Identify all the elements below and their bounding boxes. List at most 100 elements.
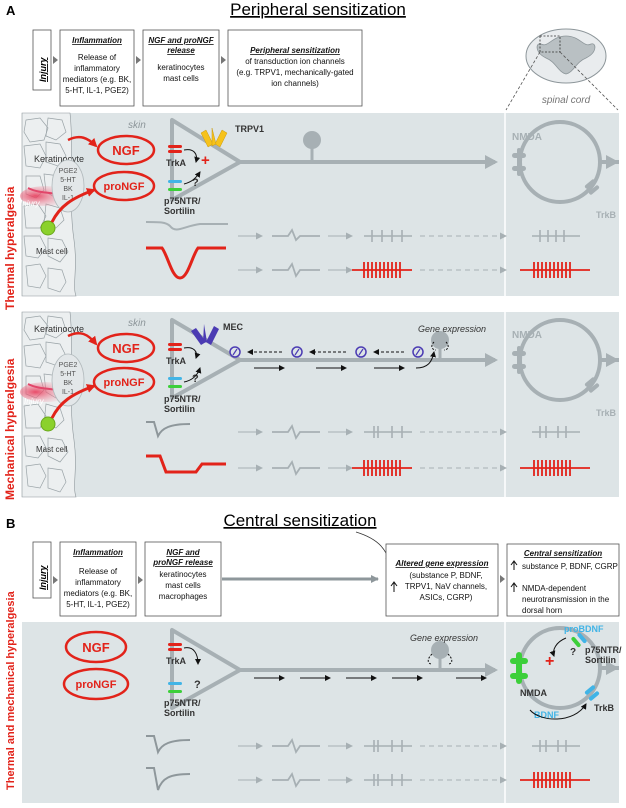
spinal-cord-illustration: spinal cord	[505, 28, 619, 111]
flow-arrow	[221, 56, 226, 64]
flow-ngf-title: NGF and proNGF	[148, 36, 214, 45]
nmda-label: NMDA	[512, 132, 542, 143]
secretion-arrow	[50, 384, 96, 419]
section-b-title: Central sensitization	[223, 511, 376, 530]
trace-row-sensitized	[146, 767, 590, 791]
trka-label: TrkA	[166, 356, 187, 366]
flow-ngf-line: mast cells	[163, 74, 199, 83]
signal-arrow	[183, 171, 201, 185]
prongf-label: proNGF	[104, 377, 145, 389]
keratinocyte-label: Keratinocyte	[34, 154, 84, 164]
nuclear-arrows	[431, 341, 449, 351]
panel-background	[22, 622, 619, 803]
skin-label: skin	[128, 120, 146, 131]
trka-label: TrkA	[166, 158, 187, 168]
question-mark: ?	[192, 373, 199, 385]
trkb-receptor	[584, 685, 600, 701]
flow-inflammation-box	[59, 541, 137, 617]
flow-inflammation-box	[59, 29, 135, 107]
mediator-label: IL-1	[62, 195, 74, 202]
p75ntr-receptor	[168, 682, 182, 693]
flow-central-line: dorsal horn	[522, 606, 562, 615]
flow-central-line: substance P, BDNF, CGRP	[522, 562, 618, 571]
flow-inflammation-title: Inflammation	[72, 36, 122, 45]
keratinocyte-label: Keratinocyte	[34, 324, 84, 334]
flow-ngf-box	[142, 29, 220, 107]
prongf-label: proNGF	[76, 679, 117, 691]
up-arrow-icon	[510, 560, 518, 570]
flow-inflammation-line: inflammatory	[74, 64, 120, 73]
gene-expression-label: Gene expression	[410, 633, 478, 643]
postsynaptic-neuron	[512, 318, 619, 402]
p75ntr-receptor	[168, 377, 182, 388]
flow-arrow	[53, 56, 58, 64]
flow-arrow	[500, 575, 505, 583]
flow-injury-box	[32, 29, 52, 91]
ngf-ellipse	[64, 630, 128, 664]
flow-periph-line: (e.g. TRPV1, mechanically-gated	[236, 68, 353, 77]
soma	[431, 641, 449, 659]
section-a-title: Peripheral sensitization	[230, 0, 406, 19]
secretion-arrow	[50, 188, 96, 223]
sensory-terminal	[170, 628, 242, 710]
secretion-arrow	[67, 332, 98, 346]
receptor-label: Sortilin	[164, 206, 195, 216]
flow-altered-box	[385, 543, 499, 617]
receptor-label: Sortilin	[164, 404, 195, 414]
p75ntr-post-receptor	[571, 632, 587, 648]
axon-arrowhead	[485, 353, 498, 367]
flow-inflammation-line: Release of	[78, 53, 117, 62]
flow-inflammation-line: mediators (e.g. BK,	[63, 75, 131, 84]
trkb-label: TrkB	[596, 210, 617, 220]
nmda-receptor	[512, 346, 526, 374]
mast-cell	[40, 220, 56, 236]
flow-altered-line: TRPV1, NaV channels,	[405, 582, 487, 591]
ngf-label: NGF	[112, 341, 140, 356]
flow-periph-box	[227, 29, 363, 107]
mediator-label: 5-HT	[60, 177, 76, 184]
injury-label: Injury	[24, 397, 45, 406]
panel-background	[22, 113, 619, 296]
flow-inflammation-line: Release of	[79, 567, 118, 576]
mec-channel	[191, 324, 219, 345]
soma	[303, 131, 321, 149]
flow-periph-title: Peripheral sensitization	[250, 46, 340, 55]
post-receptor-label: p75NTR/	[585, 645, 622, 655]
prongf-label: proNGF	[104, 181, 145, 193]
bdnf-label: BDNF	[534, 710, 559, 720]
section-a-letter: A	[6, 3, 16, 18]
side-label-b: Thermal and mechanical hyperalgesia	[5, 590, 17, 790]
postsynaptic-neuron	[510, 626, 619, 710]
up-arrow-icon	[510, 582, 518, 592]
up-arrow-icon	[390, 581, 398, 592]
mast-cell	[40, 416, 56, 432]
signal-arrow	[183, 367, 202, 383]
flow-chart-b: Injury Inflammation Release of inflammat…	[32, 541, 620, 617]
flow-ngf-box	[144, 541, 222, 617]
soma	[431, 331, 449, 349]
flow-ngf-line: mast cells	[165, 581, 201, 590]
flow-arrow	[138, 576, 143, 584]
flow-central-box	[506, 543, 620, 617]
plus-sign: +	[201, 152, 210, 169]
question-mark: ?	[570, 647, 576, 658]
flow-ngf-line: macrophages	[159, 592, 207, 601]
trkb-label: TrkB	[594, 703, 615, 713]
trace-row-sensitized	[146, 454, 590, 477]
trace-row-baseline	[146, 735, 580, 755]
post-receptor-label: Sortilin	[585, 655, 616, 665]
receptor-label: p75NTR/	[164, 196, 201, 206]
flow-inflammation-line: mediators (e.g. BK,	[64, 589, 132, 598]
trkb-receptor	[584, 179, 600, 195]
flow-inflammation-line: 5-HT, IL-1, PGE2)	[66, 600, 130, 609]
ngf-label: NGF	[82, 640, 110, 655]
trace-row-sensitized	[146, 246, 590, 280]
flow-central-line: neurotransmission in the	[522, 595, 610, 604]
trpv1-channel	[200, 127, 228, 148]
question-mark: ?	[192, 177, 199, 189]
probdnf-label: proBDNF	[564, 624, 604, 634]
receptor-label: p75NTR/	[164, 698, 201, 708]
mediator-label: 5-HT	[60, 371, 76, 378]
axon-arrowhead	[485, 663, 498, 677]
